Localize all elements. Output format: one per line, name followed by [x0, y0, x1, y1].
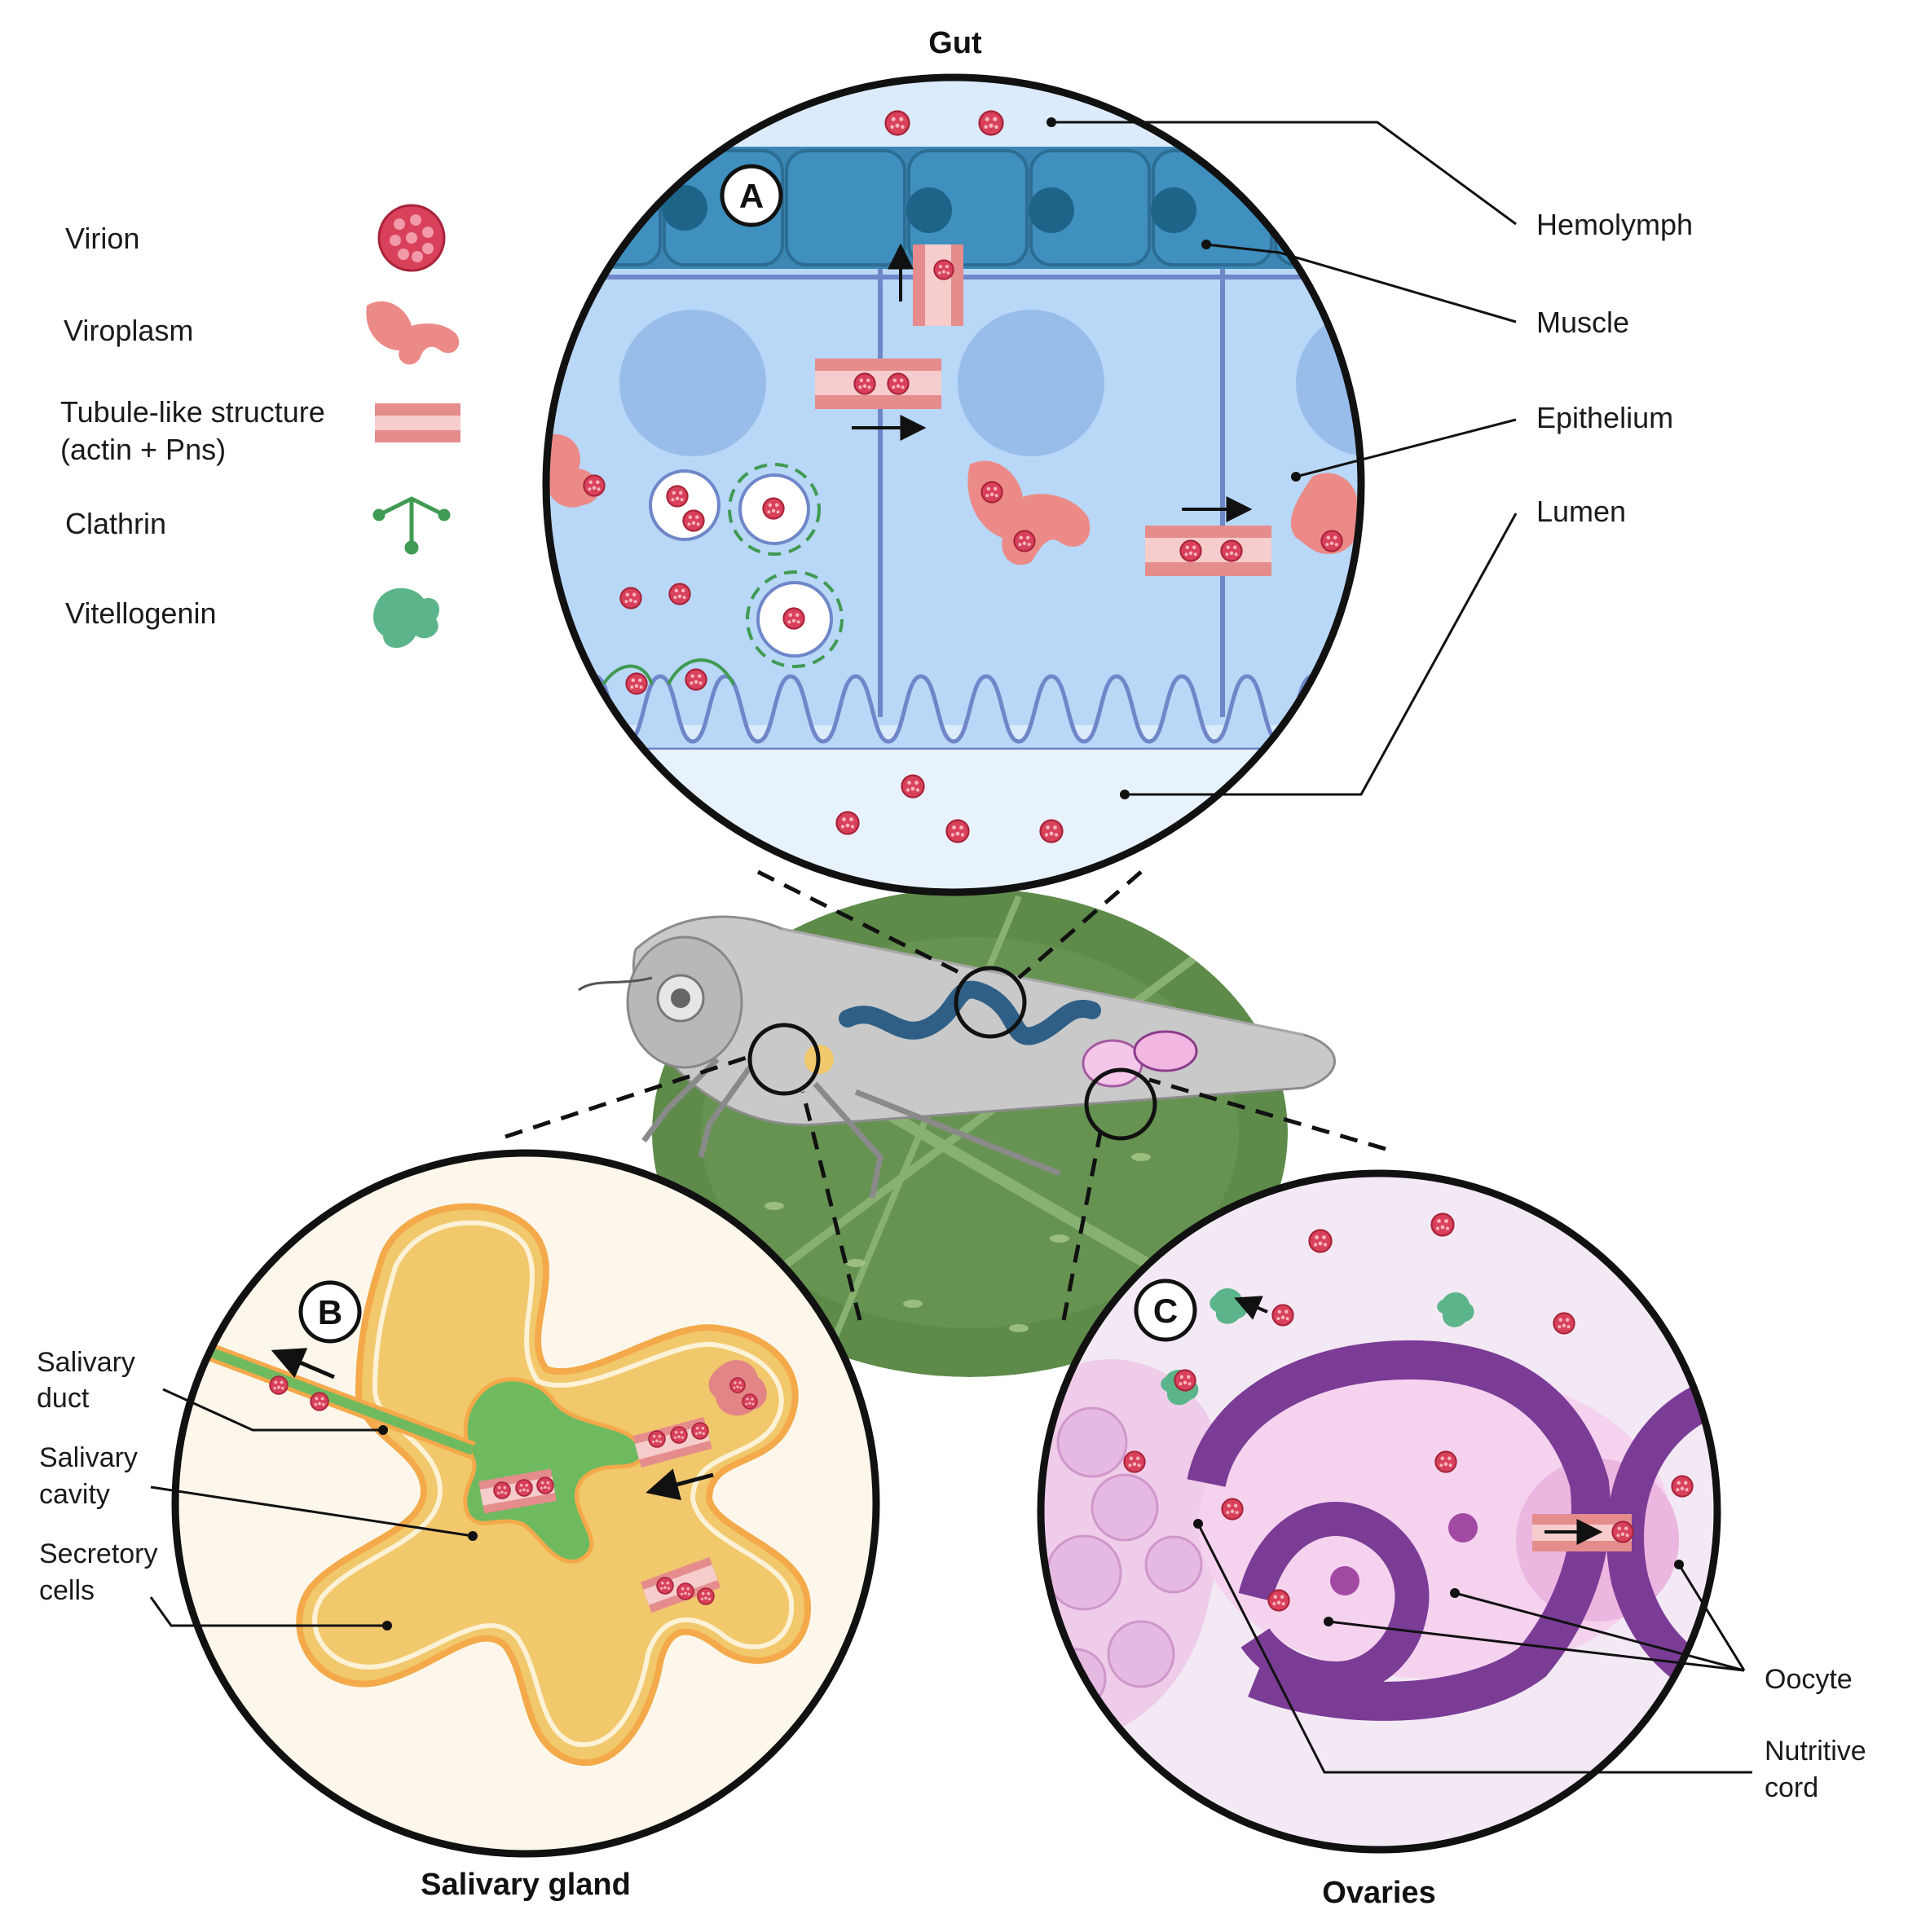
- label-nutritive-line1: Nutritive: [1765, 1736, 1866, 1767]
- legend-item-tubule: Tubule-like structure (actin + Pns): [60, 395, 460, 466]
- label-hemolymph: Hemolymph: [1536, 208, 1693, 241]
- panel-salivary-border: [171, 1149, 880, 1858]
- salivary-cavity: [463, 1377, 645, 1564]
- follicle-epithelium: [1187, 1340, 1611, 1721]
- gut-tubules: [815, 244, 1271, 576]
- viroplasm-icon: [366, 301, 460, 365]
- label-salivary-cavity-line1: Salivary: [39, 1442, 138, 1473]
- panel-ovaries-letter: C: [1153, 1292, 1178, 1330]
- legend-item-clathrin: Clathrin: [65, 496, 451, 555]
- panel-ovaries-badge: C: [1134, 1278, 1197, 1342]
- epithelium-layer: [546, 269, 1361, 892]
- leafhopper-insect: [578, 915, 1336, 1199]
- legend-item-virion: Virion: [65, 204, 446, 272]
- legend-label-vitellogenin: Vitellogenin: [65, 596, 216, 630]
- label-secretory-line2: cells: [39, 1575, 95, 1606]
- legend-label-clathrin: Clathrin: [65, 507, 166, 540]
- label-lumen: Lumen: [1536, 495, 1626, 528]
- panel-salivary-letter: B: [318, 1293, 342, 1331]
- zoom-connectors: [505, 869, 1386, 1321]
- label-secretory-line1: Secretory: [39, 1538, 158, 1569]
- legend-label-tubule-line2: (actin + Pns): [60, 433, 226, 466]
- label-salivary-duct-line2: duct: [37, 1383, 90, 1414]
- label-epithelium: Epithelium: [1536, 401, 1673, 434]
- panel-salivary: B Salivary gland Salivary duct Salivary …: [37, 1149, 880, 1902]
- legend: Virion Viroplasm Tubule-like structure (…: [60, 204, 460, 648]
- panel-ovaries-border: [1037, 1169, 1721, 1854]
- panel-gut-border: [542, 73, 1365, 896]
- vitellogenin-icon: [373, 588, 440, 648]
- panel-salivary-title: Salivary gland: [421, 1868, 631, 1902]
- panel-gut-letter: A: [739, 177, 764, 215]
- tubule-icon: [375, 403, 460, 442]
- label-salivary-duct-line1: Salivary: [37, 1347, 135, 1378]
- legend-item-viroplasm: Viroplasm: [64, 301, 460, 365]
- legend-label-viroplasm: Viroplasm: [64, 314, 193, 347]
- virion-icon: [377, 204, 446, 272]
- legend-item-vitellogenin: Vitellogenin: [65, 588, 440, 648]
- legend-label-virion: Virion: [65, 222, 139, 255]
- label-oocyte: Oocyte: [1765, 1664, 1853, 1695]
- panel-gut: Gut: [542, 26, 1693, 896]
- panel-gut-title: Gut: [928, 26, 982, 60]
- legend-label-tubule-line1: Tubule-like structure: [60, 395, 325, 429]
- clathrin-icon: [372, 496, 451, 555]
- panel-salivary-badge: B: [298, 1280, 362, 1344]
- label-nutritive-line2: cord: [1765, 1772, 1818, 1803]
- label-muscle: Muscle: [1536, 306, 1629, 339]
- panel-gut-badge: A: [720, 164, 783, 227]
- label-salivary-cavity-line2: cavity: [39, 1479, 110, 1510]
- gut-leader-lines: [1051, 121, 1518, 796]
- panel-ovaries: C Ovaries Oocyte Nutritive cord: [1037, 1169, 1866, 1910]
- panel-ovaries-title: Ovaries: [1322, 1876, 1435, 1910]
